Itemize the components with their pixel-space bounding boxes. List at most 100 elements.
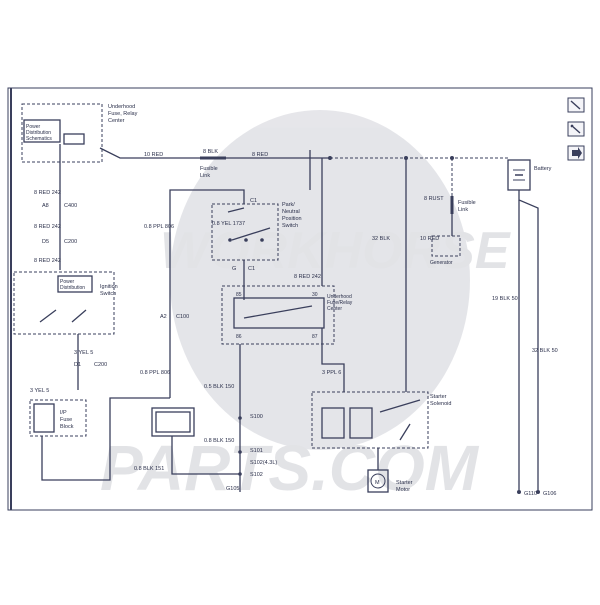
wire-label-blk-150a: 0.5 BLK 150 <box>204 384 234 390</box>
wire-blk-151 <box>171 436 240 475</box>
wire-ip-loop <box>41 397 170 481</box>
fusible-link-2-label-a: Fusible <box>458 200 476 206</box>
svg-text:Power: Power <box>26 124 41 130</box>
conn-c200b: C200 <box>94 362 107 368</box>
diagram-link-icon[interactable] <box>567 97 585 113</box>
starter-motor-label-2: Motor <box>396 487 410 493</box>
ground-g105: G105 <box>226 486 239 492</box>
conn-30: 30 <box>312 292 318 298</box>
ip-fuse-label-1: I/P <box>60 410 67 416</box>
wire-label-blk-50a: 19 BLK 50 <box>492 296 518 302</box>
pnp-label-1: Park/ <box>282 202 295 208</box>
splice-dot <box>238 450 242 454</box>
battery: Battery <box>507 159 552 191</box>
wire-label-yel-5a: 3 YEL 5 <box>74 350 93 356</box>
control-module <box>151 407 195 437</box>
conn-85: 85 <box>236 292 242 298</box>
diagram-frame <box>7 87 593 511</box>
conn-s101: S101 <box>250 448 263 454</box>
wire-label-blk-32: 32 BLK <box>372 236 390 242</box>
wire-label-blk-151: 0.8 BLK 151 <box>134 466 164 472</box>
fusible-link-2-label-b: Link <box>458 207 468 213</box>
junction-dot <box>328 156 332 160</box>
ignition-switch: Power Distribution Ignition Switch <box>13 271 118 335</box>
wire-label-blk-150b: 0.8 BLK 150 <box>204 438 234 444</box>
relay-center-label-3: Center <box>327 306 342 312</box>
svg-text:Distribution: Distribution <box>60 285 85 291</box>
conn-86: 86 <box>236 334 242 340</box>
starter-solenoid: Starter Solenoid <box>311 391 451 449</box>
fusible-link-1-label-a: Fusible <box>200 166 218 172</box>
conn-a8: A8 <box>42 203 49 209</box>
conn-87: 87 <box>312 334 318 340</box>
starter-motor: M Starter Motor <box>367 469 413 493</box>
conn-c1: C1 <box>250 198 257 204</box>
underhood-fuse-relay-center: Power Distribution Schematics Underhood … <box>21 103 138 163</box>
conn-d1: D1 <box>74 362 81 368</box>
pnp-label-4: Switch <box>282 223 298 229</box>
wire-label-8-red-top: 8 RED <box>252 152 268 158</box>
conn-d5: D5 <box>42 239 49 245</box>
wire-ppl-6 <box>321 328 345 392</box>
wire-label-blk-50b: 32 BLK 50 <box>532 348 558 354</box>
conn-s102b: S102(4.3L) <box>250 460 277 466</box>
pnp-label-3: Position <box>282 216 302 222</box>
wire-ppl-806 <box>169 189 245 398</box>
starter-solenoid-label-1: Starter <box>430 394 447 400</box>
ground-g110: G110 <box>524 491 537 497</box>
ip-fuse-block: 3 YEL 5 I/P Fuse Block <box>29 388 87 437</box>
wire-label-ppl-806a: 0.8 PPL 806 <box>144 224 174 230</box>
conn-s100: S100 <box>250 414 263 420</box>
wire-label-10-red-top: 10 RED <box>144 152 163 158</box>
conn-c400: C400 <box>64 203 77 209</box>
conn-a2: A2 <box>160 314 167 320</box>
wire-label-red-242a: 8 RED 242 <box>34 190 61 196</box>
starter-motor-label-1: Starter <box>396 480 413 486</box>
wire-label-rust: 8 RUST <box>424 196 444 202</box>
ip-fuse-label-2: Fuse <box>60 417 72 423</box>
relay-center-label-1: Underhood <box>327 294 352 300</box>
conn-c1b: C1 <box>248 266 255 272</box>
wire-label-ppl-806b: 0.8 PPL 806 <box>140 370 170 376</box>
ground-g106: G106 <box>543 491 556 497</box>
motor-symbol: M <box>375 480 380 486</box>
ground-dot <box>536 490 540 494</box>
next-arrow-icon[interactable] <box>567 145 585 161</box>
wire-label-red-242b: 8 RED 242 <box>34 224 61 230</box>
underhood-fuse-label-3: Center <box>108 118 125 124</box>
wire-label-yel-5b: 3 YEL 5 <box>30 388 49 394</box>
wire-label-8-blk-top: 8 BLK <box>203 149 218 155</box>
watermark-line2: PARTS.COM <box>100 432 480 504</box>
ip-fuse-label-3: Block <box>60 424 74 430</box>
park-neutral-position-switch: Park/ Neutral Position Switch C1 G C1 <box>211 198 302 272</box>
conn-g: G <box>232 266 236 272</box>
wire-top-left <box>99 147 200 159</box>
splice-dot <box>238 416 242 420</box>
diagram-zoom-icon[interactable] <box>567 121 585 137</box>
conn-s102: S102 <box>250 472 263 478</box>
wire-battery-ground <box>518 190 539 490</box>
ignition-switch-label-1: Ignition <box>100 284 118 290</box>
conn-c100: C100 <box>176 314 189 320</box>
wire-label-red-242d: 8 RED 242 <box>294 274 321 280</box>
svg-text:Distribution: Distribution <box>26 130 51 136</box>
watermark-line1: WORKHORSE <box>160 222 511 280</box>
underhood-fuse-label-1: Underhood <box>108 104 135 110</box>
wire-label-yel-1737: 0.8 YEL 1737 <box>212 221 245 227</box>
ignition-switch-label-2: Switch <box>100 291 116 297</box>
pnp-label-2: Neutral <box>282 209 300 215</box>
starter-solenoid-label-2: Solenoid <box>430 401 451 407</box>
relay-center-label-2: Fuse/Relay <box>327 300 353 306</box>
fusible-link-1-label-b: Link <box>200 173 210 179</box>
wire-label-ppl-6: 3 PPL 6 <box>322 370 341 376</box>
svg-text:Schematics: Schematics <box>26 136 52 142</box>
svg-text:Power: Power <box>60 279 75 285</box>
ground-dot <box>517 490 521 494</box>
battery-label: Battery <box>534 166 552 172</box>
watermark: WORKHORSE PARTS.COM <box>100 110 511 504</box>
wire-label-red-10: 10 RED <box>420 236 439 242</box>
conn-c200: C200 <box>64 239 77 245</box>
wire-label-red-242c: 8 RED 242 <box>34 258 61 264</box>
